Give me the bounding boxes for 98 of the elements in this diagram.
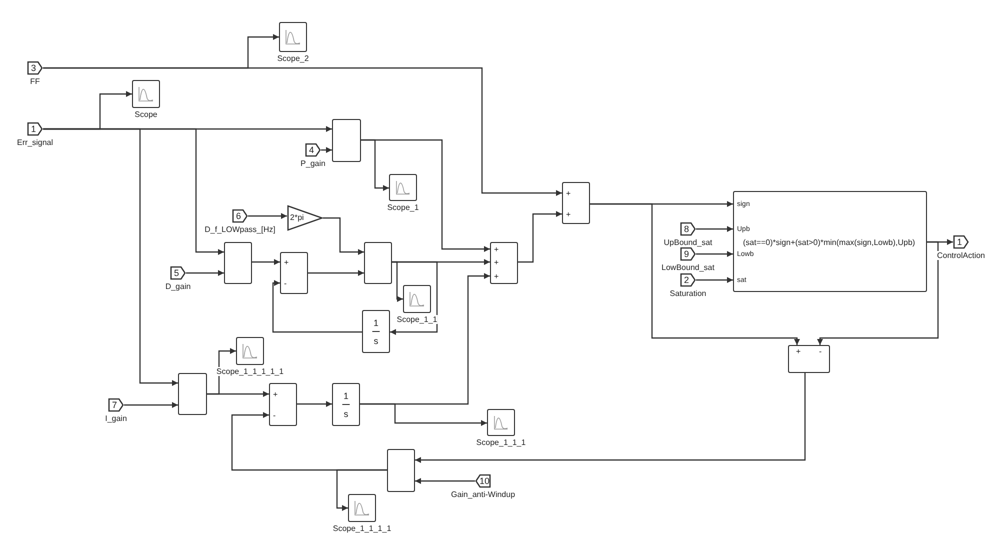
inport-block xyxy=(475,474,491,488)
block-name: FF xyxy=(29,77,41,86)
signal-line xyxy=(361,139,490,252)
block-name: I_gain xyxy=(104,414,128,423)
block-name: ControlAction xyxy=(936,251,986,260)
scope-block xyxy=(389,174,417,201)
port-number: 10 xyxy=(479,476,490,486)
signal-line xyxy=(336,469,387,511)
sign-symbol: - xyxy=(284,279,287,288)
scope-block xyxy=(403,285,431,313)
sign-symbol: - xyxy=(273,411,276,420)
block-name: Scope_1_1_1_1 xyxy=(332,524,392,533)
sum-block xyxy=(788,345,830,373)
sign-symbol: + xyxy=(284,258,289,267)
block-name: D_gain xyxy=(164,282,192,291)
signal-line xyxy=(297,401,332,407)
signal-line xyxy=(696,277,733,283)
signal-line xyxy=(415,478,475,484)
sign-symbol: + xyxy=(566,210,571,219)
denominator: s xyxy=(372,337,380,346)
numerator: 1 xyxy=(342,392,350,401)
scope-block xyxy=(348,494,376,522)
gain-triangle xyxy=(287,205,323,231)
inport-block xyxy=(680,222,696,236)
port-number: 4 xyxy=(308,145,315,155)
signal-line xyxy=(817,241,939,345)
gain-value: 2*pi xyxy=(290,213,304,222)
sign-symbol: + xyxy=(566,189,571,198)
scope-block xyxy=(487,409,515,436)
signal-line xyxy=(252,259,280,265)
port-number: 7 xyxy=(110,400,118,410)
signal-line xyxy=(43,67,562,196)
inport-block xyxy=(305,143,321,157)
port-number: 3 xyxy=(30,63,37,73)
signal-line xyxy=(272,280,362,333)
signal-line xyxy=(415,373,806,463)
scope-block xyxy=(279,22,307,52)
signal-line xyxy=(390,261,438,335)
signal-line xyxy=(323,217,364,255)
sum-block xyxy=(280,252,308,294)
block-name: D_f_LOWpass_[Hz] xyxy=(204,225,276,234)
sum-block xyxy=(562,182,590,224)
block-name: Scope xyxy=(134,110,158,119)
signal-line xyxy=(696,226,733,232)
integrator-block xyxy=(362,310,390,353)
signal-line xyxy=(248,213,287,219)
signal-line xyxy=(696,251,733,257)
product-block xyxy=(332,119,361,162)
integrator-block xyxy=(332,383,360,426)
signal-line xyxy=(43,128,224,255)
inport-block xyxy=(27,122,43,136)
port-number: 5 xyxy=(172,268,180,278)
port-number: 6 xyxy=(234,211,242,221)
function-block xyxy=(733,191,927,292)
numerator: 1 xyxy=(372,319,380,328)
sign-symbol: - xyxy=(819,347,822,356)
block-name: Scope_1_1 xyxy=(396,315,438,324)
function-expression: (sat==0)*sign+(sat>0)*min(max(sign,Lowb),Upb) xyxy=(743,238,916,247)
signal-line xyxy=(518,211,562,263)
block-name: Scope_1_1_1 xyxy=(475,438,527,447)
sign-symbol: + xyxy=(494,245,499,254)
port-number: 9 xyxy=(682,249,690,259)
port-number: 1 xyxy=(956,237,963,247)
signal-line xyxy=(360,273,490,405)
sum-block xyxy=(490,242,518,284)
port-number: 8 xyxy=(682,224,690,234)
signal-line xyxy=(308,270,364,276)
block-name: Saturation xyxy=(668,289,708,298)
signal-line xyxy=(590,203,800,345)
sum-block xyxy=(269,383,297,426)
signal-line xyxy=(321,147,332,153)
signal-line xyxy=(186,270,224,276)
product-block xyxy=(387,449,415,492)
product-block xyxy=(224,242,252,284)
block-name: Scope_2 xyxy=(276,54,310,63)
port-number: 1 xyxy=(30,124,37,134)
sign-symbol: + xyxy=(273,390,278,399)
block-name: Scope_1_1_1_1_1 xyxy=(215,367,285,376)
product-block xyxy=(178,373,207,415)
block-name: Gain_anti-Windup xyxy=(450,490,516,499)
scope-block xyxy=(236,337,264,365)
denominator: s xyxy=(342,410,350,419)
outport-block xyxy=(953,235,969,249)
sign-symbol: + xyxy=(494,272,499,281)
port-number: 2 xyxy=(682,275,690,285)
inport-block xyxy=(232,209,248,223)
inport-block xyxy=(27,61,43,75)
inport-block xyxy=(170,266,186,280)
signal-line xyxy=(124,402,178,408)
sign-symbol: + xyxy=(796,347,801,356)
block-name: P_gain xyxy=(300,159,326,168)
inport-block xyxy=(108,398,124,412)
block-name: Err_signal xyxy=(16,138,54,147)
scope-block xyxy=(132,80,160,108)
sign-symbol: + xyxy=(494,258,499,267)
signal-line xyxy=(207,391,269,397)
block-name: Scope_1 xyxy=(386,203,420,212)
product-block xyxy=(364,242,392,284)
